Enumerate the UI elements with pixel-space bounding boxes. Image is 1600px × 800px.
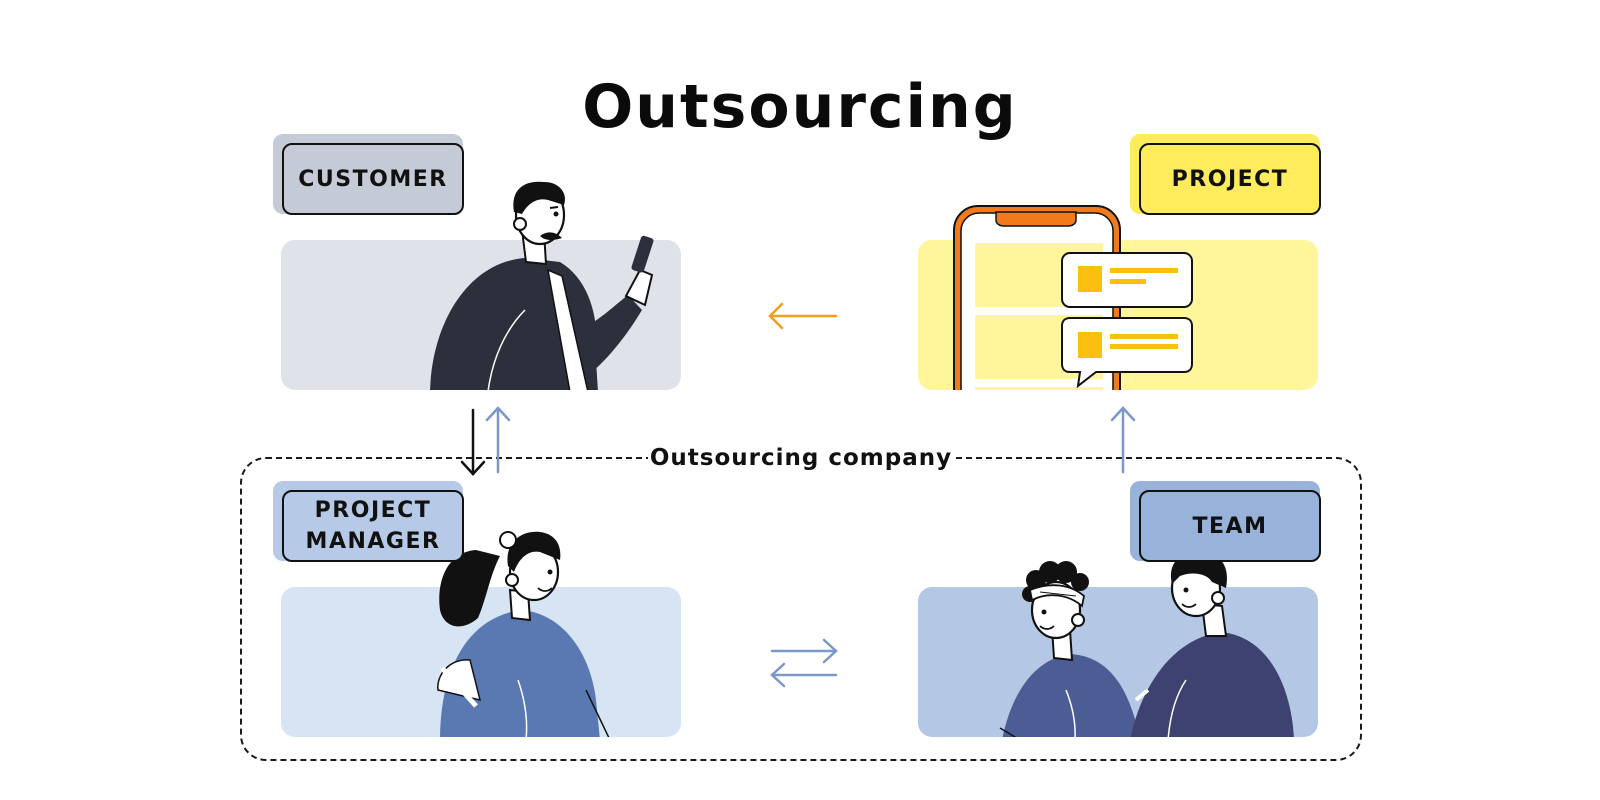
team-illustration xyxy=(999,551,1294,737)
customer-label: CUSTOMER xyxy=(282,143,464,215)
project-manager-label-line2: MANAGER xyxy=(305,529,441,554)
arrow-project-to-customer xyxy=(768,302,838,330)
page-title: Outsourcing xyxy=(582,72,1018,142)
project-label-text: PROJECT xyxy=(1171,166,1289,192)
project-manager-illustration xyxy=(437,531,610,737)
customer-label-text: CUSTOMER xyxy=(298,166,448,192)
project-manager-label: PROJECT MANAGER xyxy=(282,490,464,562)
outsourcing-company-label: Outsourcing company xyxy=(648,440,954,476)
arrow-customer-to-pm xyxy=(460,408,486,476)
team-label: TEAM xyxy=(1139,490,1321,562)
project-label: PROJECT xyxy=(1139,143,1321,215)
team-label-text: TEAM xyxy=(1192,513,1268,539)
arrow-pm-team-exchange xyxy=(770,638,838,688)
arrow-pm-to-customer xyxy=(485,406,511,474)
arrow-team-to-project xyxy=(1110,406,1136,474)
project-manager-label-line1: PROJECT xyxy=(314,498,432,523)
project-illustration xyxy=(953,205,1193,390)
customer-illustration xyxy=(430,181,654,390)
